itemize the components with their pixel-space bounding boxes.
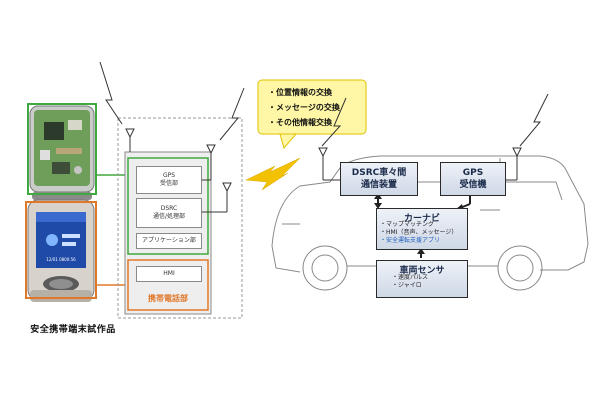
exchange-item-message: ・メッセージの交換 [268, 103, 340, 112]
phone-part-label: 携帯電話部 [148, 294, 188, 303]
sensor-item-speed: ・速度パルス [392, 274, 429, 281]
wireless-link-bolt-icon [245, 157, 301, 191]
dsrc-unit-line1: DSRC [160, 205, 178, 212]
dsrc-v2v-device: DSRC車々間 通信装置 [340, 162, 418, 196]
signal-zigzag-1 [99, 61, 123, 125]
module-green-boundary [127, 157, 209, 255]
gps-device-line1: GPS [462, 168, 484, 178]
dsrc-device-line1: DSRC車々間 [351, 168, 407, 178]
carnavi-title: カーナビ [403, 214, 440, 224]
sensor-item-gyro: ・ジャイロ [392, 282, 422, 289]
vehicle-sensor-box: 車両センサ [376, 260, 468, 298]
module-dashed-boundary [117, 117, 243, 319]
exchange-speech-bubble [257, 79, 367, 150]
board-highlight [27, 103, 97, 195]
hmi-unit: HMI [136, 266, 202, 282]
car-antenna-icons [318, 147, 522, 181]
prototype-caption: 安全携帯端末試作品 [30, 325, 116, 335]
carnavi-item-safety-app: ・安全運転支援アプリ [380, 237, 441, 244]
dsrc-unit-line2: 通信/処理部 [152, 213, 186, 220]
application-unit: アプリケーション部 [136, 233, 202, 249]
carnavi-item-hmi: ・HMI（音声、メッセージ） [380, 229, 458, 236]
sensor-title: 車両センサ [399, 266, 445, 276]
car-navigation-box: カーナビ [376, 208, 468, 250]
car-connection-arrows [374, 193, 471, 258]
signal-zigzag-2 [219, 87, 245, 141]
phone-screen-time: 12/01 0800:56 [46, 257, 76, 262]
gps-device-line2: 受信機 [459, 180, 487, 190]
phone-prototype-image [27, 105, 95, 302]
phone-highlight [25, 201, 97, 299]
gps-unit-line2: 受信部 [159, 180, 178, 187]
signal-zigzag-3 [321, 97, 347, 147]
gps-receiver-device: GPS 受信機 [440, 162, 506, 196]
signal-zigzag-4 [519, 93, 549, 147]
exchange-item-other: ・その他情報交換 [268, 118, 332, 127]
gps-unit-line1: GPS [162, 172, 176, 179]
phone-antenna-icons [125, 128, 232, 213]
application-unit-label: アプリケーション部 [142, 237, 196, 244]
module-orange-boundary [127, 259, 209, 311]
dsrc-comm-unit: DSRC 通信/処理部 [136, 198, 202, 228]
exchange-item-location: ・位置情報の交換 [268, 88, 332, 97]
carnavi-item-mapmatch: ・マップマッチング [380, 221, 435, 228]
dsrc-device-line2: 通信装置 [360, 180, 397, 190]
hmi-unit-label: HMI [163, 270, 175, 277]
gps-receiver-unit: GPS 受信部 [136, 166, 202, 194]
